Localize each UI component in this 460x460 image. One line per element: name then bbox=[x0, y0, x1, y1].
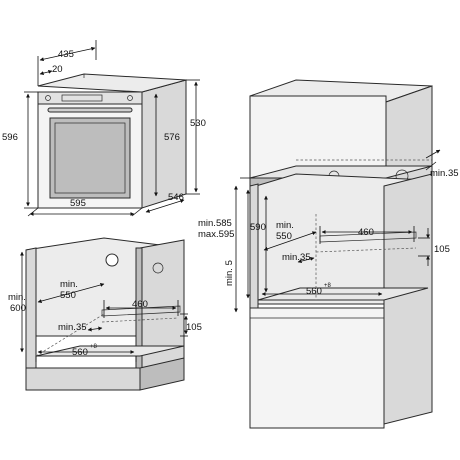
dim-label-560-cabinet: 560 bbox=[72, 347, 88, 358]
dim-label-560-housing: 560 bbox=[306, 286, 322, 297]
dim-label-min-550-b: 550 bbox=[60, 290, 76, 301]
dim-label-460-cabinet: 460 bbox=[132, 299, 148, 310]
dim-label-tolerance-cabinet: +8 bbox=[90, 344, 98, 350]
dim-label-20: 20 bbox=[52, 64, 63, 75]
dim-label-min-600-a: min. bbox=[8, 292, 26, 303]
tall-housing-unit bbox=[249, 79, 433, 429]
dim-label-min585: min.585 bbox=[198, 218, 232, 229]
oven-illustration bbox=[37, 73, 187, 209]
dim-label-546: 546 bbox=[168, 192, 184, 203]
oven-dimensions bbox=[24, 40, 200, 217]
dim-label-460-housing: 460 bbox=[358, 227, 374, 238]
cabinet-dimensions bbox=[20, 251, 188, 362]
dim-label-590: 590 bbox=[250, 222, 266, 233]
dim-label-min-550-housing-b: 550 bbox=[276, 231, 292, 242]
dim-label-min-5: min. 5 bbox=[224, 260, 235, 286]
dim-label-595: 595 bbox=[70, 198, 86, 209]
dim-label-min-550-housing-a: min. bbox=[276, 220, 294, 231]
dim-label-105-housing: 105 bbox=[434, 244, 450, 255]
dim-label-min-600-b: 600 bbox=[10, 303, 26, 314]
dim-label-530: 530 bbox=[190, 118, 206, 129]
dim-label-tolerance-housing: +8 bbox=[324, 283, 332, 289]
dim-label-min35-top: min.35 bbox=[430, 168, 459, 179]
dim-label-min-550-a: min. bbox=[60, 279, 78, 290]
housing-dimensions bbox=[234, 149, 441, 313]
dim-label-435: 435 bbox=[58, 49, 74, 60]
dim-label-576: 576 bbox=[164, 132, 180, 143]
dim-label-105-cabinet: 105 bbox=[186, 322, 202, 333]
under-counter-cabinet bbox=[25, 237, 185, 391]
dim-label-596: 596 bbox=[2, 132, 18, 143]
dim-label-min-35-housing: min.35 bbox=[282, 252, 311, 263]
dim-label-max595: max.595 bbox=[198, 229, 234, 240]
dim-label-min-35-cabinet: min.35 bbox=[58, 322, 87, 333]
